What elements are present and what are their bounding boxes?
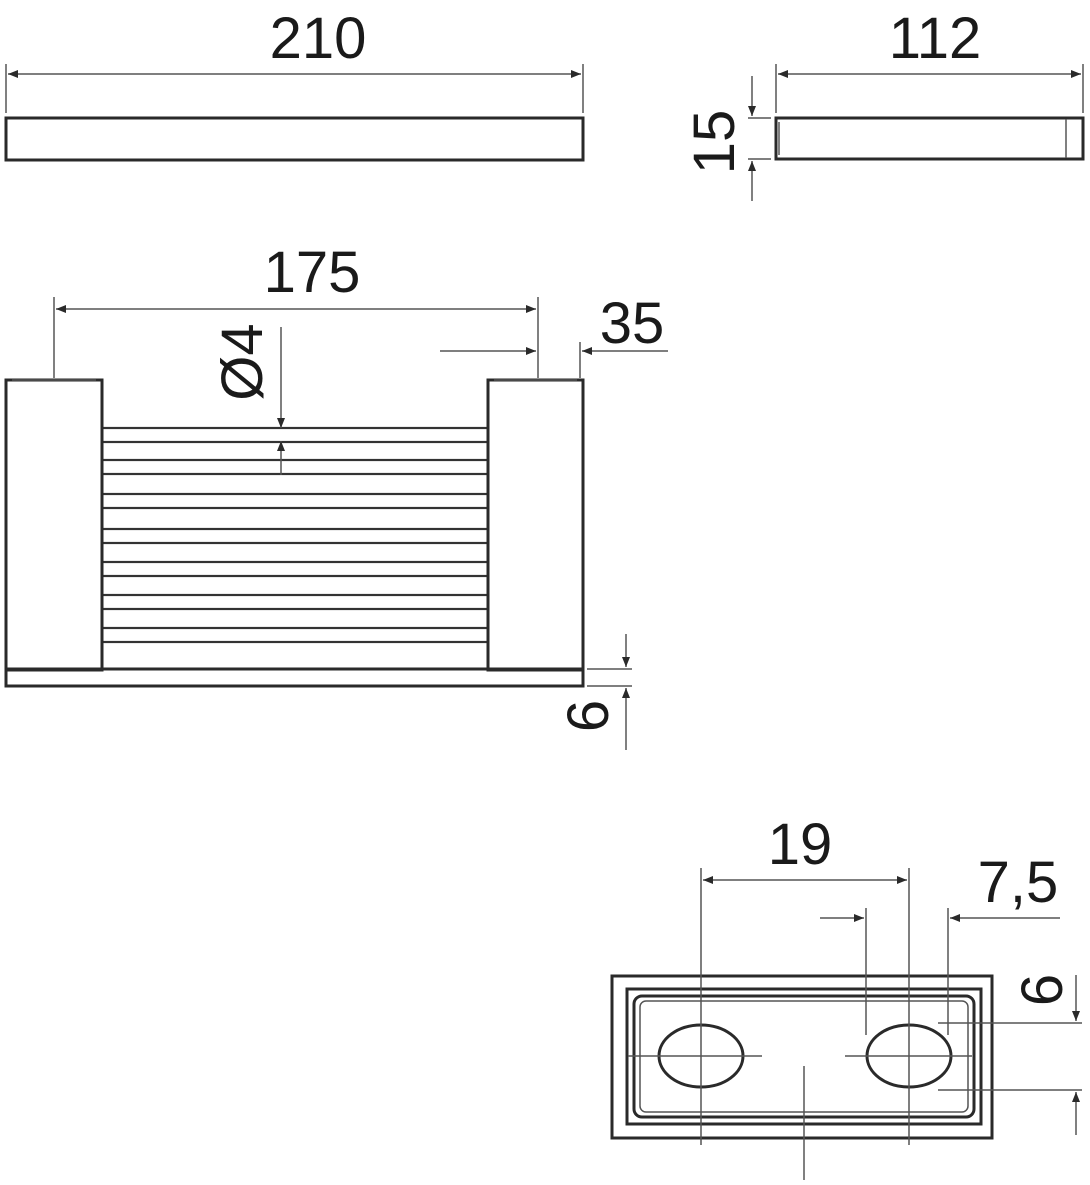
dim-label-15: 15 — [682, 110, 747, 175]
rod-1 — [100, 426, 490, 444]
dim-label-112: 112 — [889, 6, 981, 71]
dim-label-19: 19 — [768, 812, 833, 877]
dim-label-210: 210 — [270, 6, 367, 71]
left-post — [4, 378, 104, 672]
rods — [100, 426, 490, 644]
side-view: 112 15 — [682, 6, 1085, 201]
top-view: 210 — [4, 6, 585, 162]
bracket-outer — [610, 974, 994, 1140]
rod-2 — [100, 458, 490, 476]
dim-label-6-base: 6 — [556, 700, 621, 732]
dim-label-35: 35 — [600, 291, 665, 356]
front-view: 175 35 Ø4 6 — [4, 240, 668, 750]
top-bar-outline — [4, 116, 585, 162]
rod-7 — [100, 626, 490, 644]
bracket-detail: 19 7,5 6 — [610, 812, 1082, 1180]
rod-5 — [100, 560, 490, 578]
dim-label-6-hole: 6 — [1010, 974, 1075, 1006]
base-plate — [4, 667, 585, 688]
dim-label-7-5: 7,5 — [978, 850, 1059, 915]
dim-label-rod-diameter: Ø4 — [210, 323, 275, 400]
right-post — [486, 378, 585, 672]
rod-3 — [100, 492, 490, 510]
rod-4 — [100, 527, 490, 545]
dim-label-175: 175 — [264, 240, 361, 305]
side-bar-outline — [774, 116, 1085, 161]
rod-6 — [100, 593, 490, 611]
